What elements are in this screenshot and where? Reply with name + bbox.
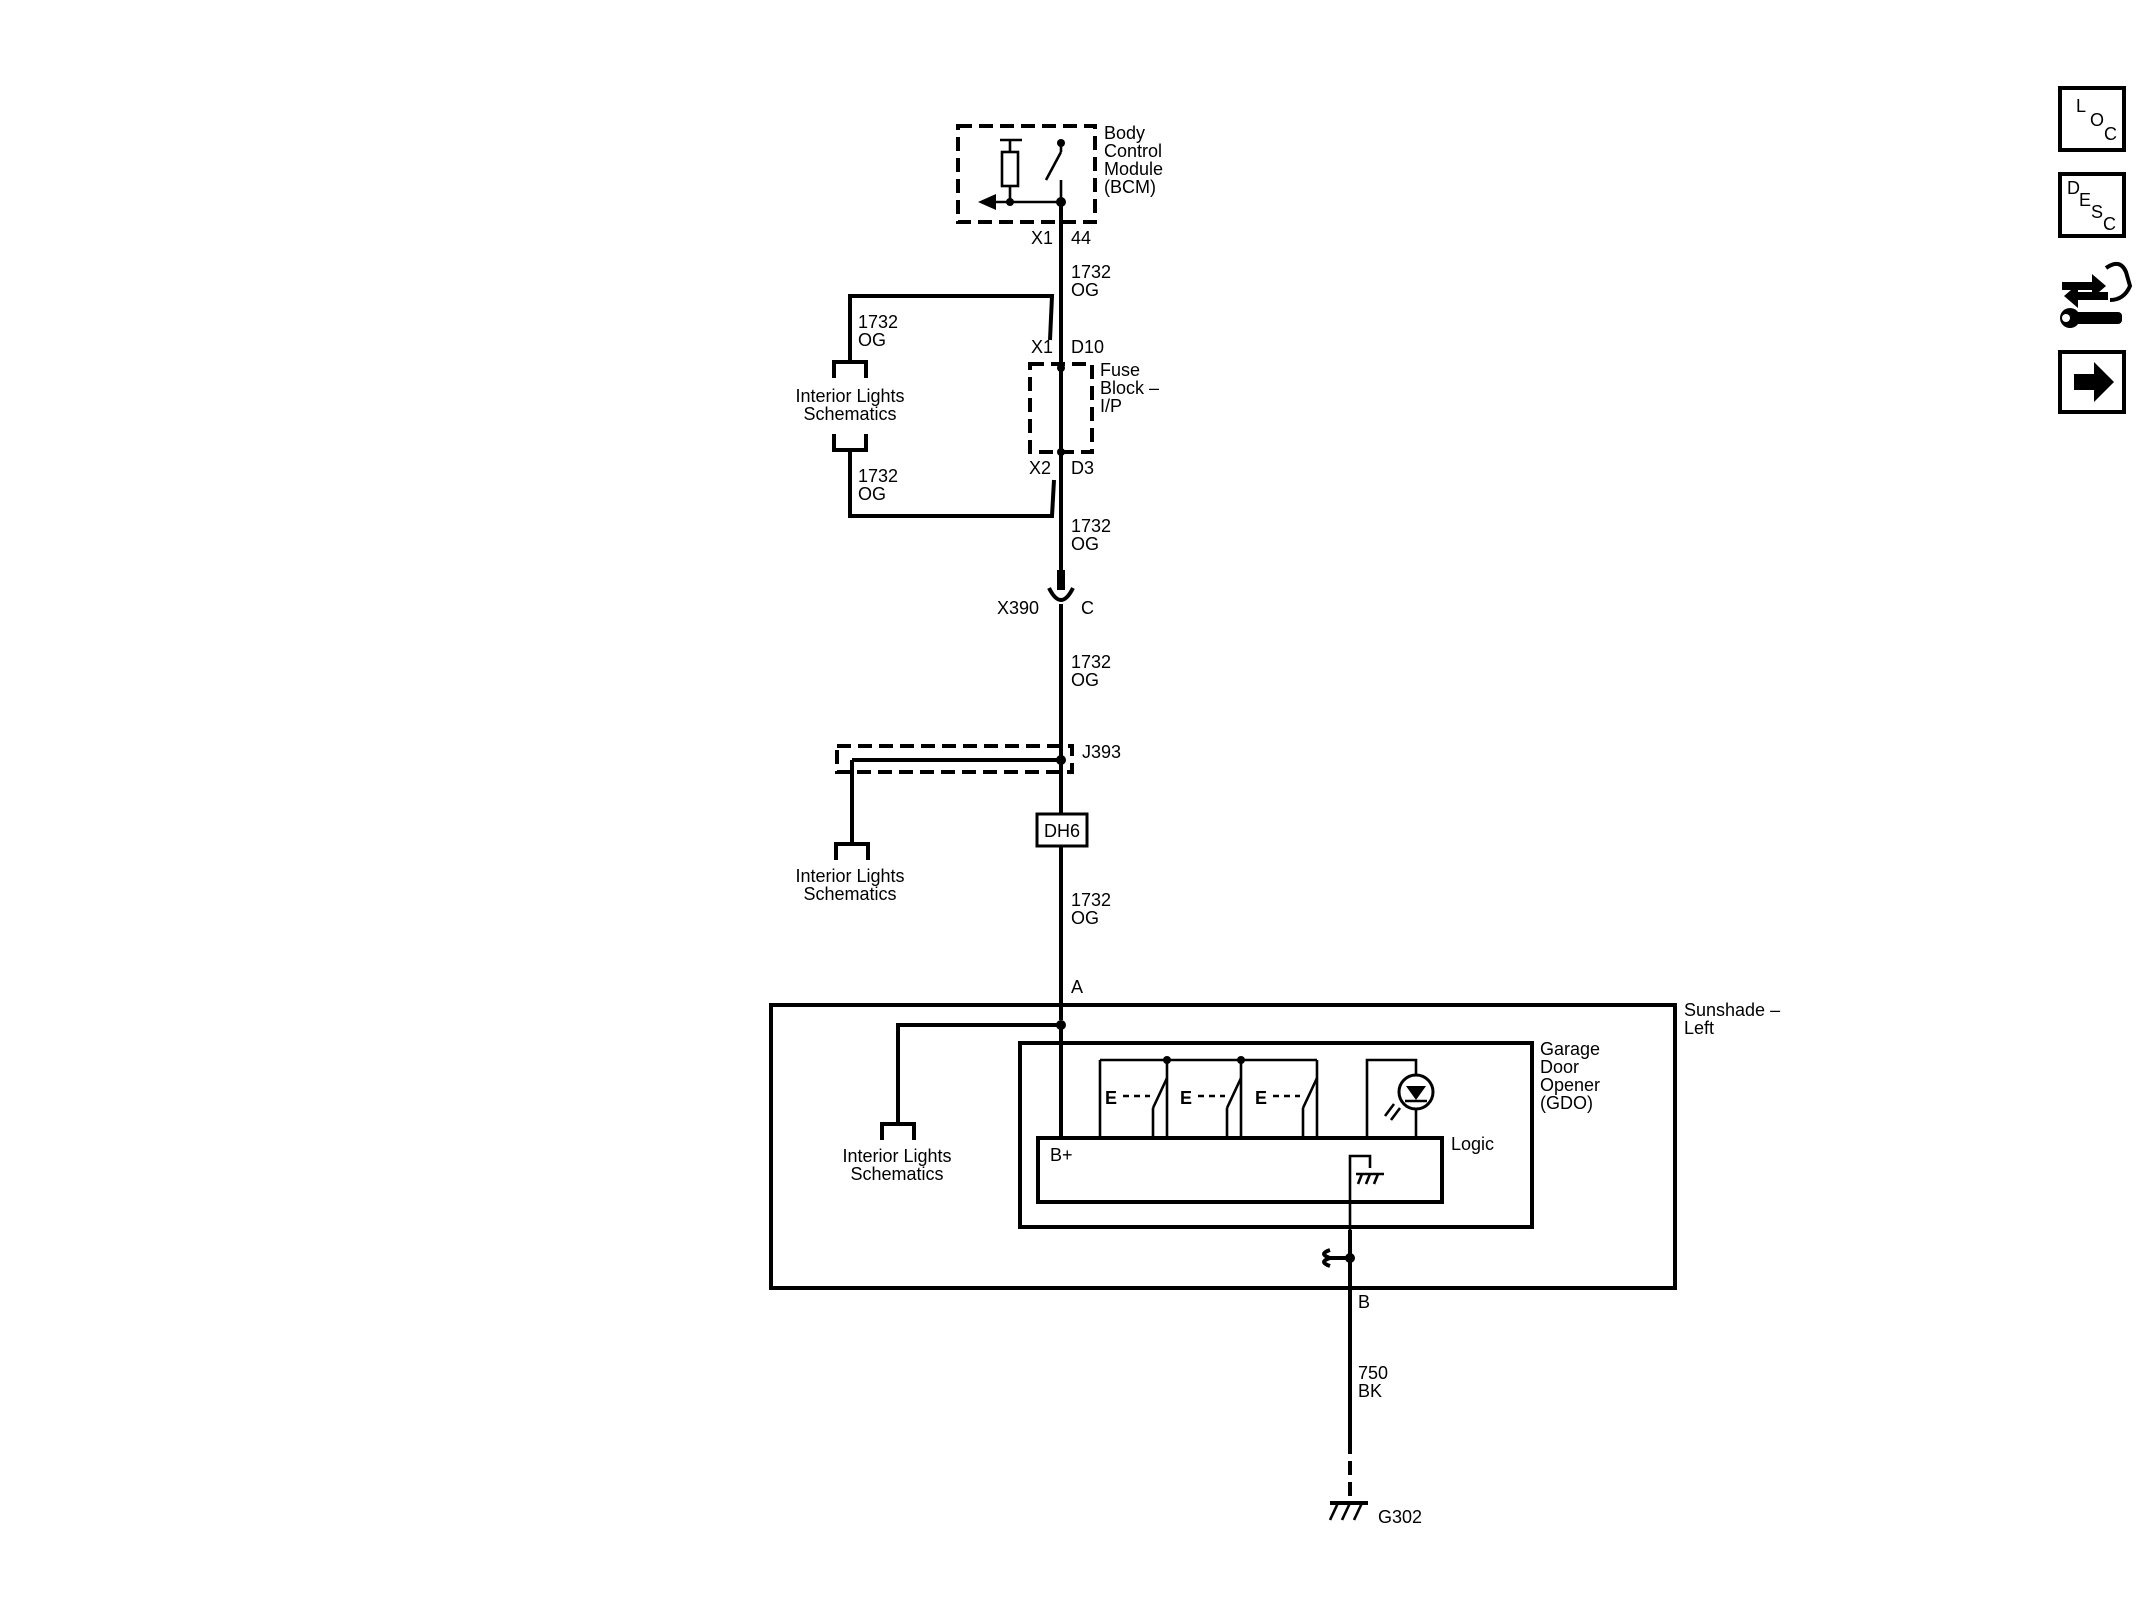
wire-circuit: 1732 — [1071, 516, 1111, 536]
reference-line: Schematics — [803, 404, 896, 424]
fuse-block-label: Fuse Block – I/P — [1100, 360, 1159, 416]
sunshade-label-line: Left — [1684, 1018, 1714, 1038]
interior-lights-reference: Interior Lights Schematics — [795, 866, 904, 904]
location-button[interactable]: L O C — [2058, 86, 2126, 152]
fuse-out-connector: X2 — [1029, 458, 1051, 478]
next-arrow-button[interactable] — [2058, 350, 2126, 414]
sunshade-label: Sunshade – Left — [1684, 1000, 1780, 1038]
desc-letter: E — [2079, 190, 2091, 210]
gdo-pin-a: A — [1071, 977, 1083, 997]
gdo-label-line: Opener — [1540, 1075, 1600, 1095]
gdo-pin-b: B — [1358, 1292, 1370, 1312]
splice-label: J393 — [1082, 742, 1121, 762]
wire-color: OG — [1071, 534, 1099, 554]
gdo-label-line: Door — [1540, 1057, 1579, 1077]
wire-circuit: 1732 — [858, 312, 898, 332]
reference-line: Interior Lights — [842, 1146, 951, 1166]
bplus-label: B+ — [1050, 1145, 1073, 1165]
loc-letter: C — [2104, 124, 2117, 144]
sunshade-label-line: Sunshade – — [1684, 1000, 1780, 1020]
wire-color: BK — [1358, 1381, 1382, 1401]
arrow-right-icon — [2074, 362, 2114, 402]
switch-glyph: E — [1105, 1088, 1117, 1108]
switch-glyph: E — [1180, 1088, 1192, 1108]
fuse-label-line: I/P — [1100, 396, 1122, 416]
wire-color: OG — [1071, 670, 1099, 690]
led-icon — [1365, 1058, 1435, 1138]
switch: E — [1105, 1077, 1169, 1138]
interior-lights-reference: Interior Lights Schematics — [842, 1146, 951, 1184]
ground-icon — [1348, 1154, 1384, 1255]
harness-label: DH6 — [1044, 821, 1080, 841]
inline-connector-pin: C — [1081, 598, 1094, 618]
fuse-out-pin: D3 — [1071, 458, 1094, 478]
inline-connector-label: X390 — [997, 598, 1039, 618]
body-control-module: Body Control Module (BCM) — [956, 123, 1163, 224]
interior-lights-loop — [832, 294, 1056, 518]
description-button[interactable]: D E S C — [2058, 172, 2126, 238]
interior-lights-reference: Interior Lights Schematics — [795, 386, 904, 424]
inline-connector-x390 — [1047, 570, 1075, 602]
reference-line: Interior Lights — [795, 866, 904, 886]
loc-letter: O — [2090, 110, 2104, 130]
desc-letter: C — [2103, 214, 2116, 234]
ground-icon — [1328, 1501, 1368, 1521]
bcm-label-line: Module — [1104, 159, 1163, 179]
fuse-block-ip: Fuse Block – I/P — [1028, 340, 1159, 480]
wire-color: OG — [1071, 280, 1099, 300]
wire-circuit: 1732 — [1071, 652, 1111, 672]
switch-glyph: E — [1255, 1088, 1267, 1108]
bcm-pin-label: 44 — [1071, 228, 1091, 248]
ground-label: G302 — [1378, 1507, 1422, 1527]
fuse-in-connector: X1 — [1031, 337, 1053, 357]
connector-repair-icon[interactable] — [2060, 261, 2133, 328]
gdo-label-line: Garage — [1540, 1039, 1600, 1059]
garage-door-opener: Garage Door Opener (GDO) B+ Logic E — [1018, 1025, 1600, 1255]
wire-circuit: 1732 — [1071, 262, 1111, 282]
reference-line: Schematics — [803, 884, 896, 904]
bcm-label-line: Body — [1104, 123, 1145, 143]
fuse-label-line: Block – — [1100, 378, 1159, 398]
sunshade-left: Sunshade – Left Interior Lights Schemati… — [769, 1000, 1780, 1290]
harness-dh6: DH6 — [1035, 812, 1089, 848]
switch: E — [1255, 1077, 1319, 1138]
reference-line: Interior Lights — [795, 386, 904, 406]
fuse-in-pin: D10 — [1071, 337, 1104, 357]
splice-pack-j393 — [834, 744, 1074, 860]
wire-color: OG — [858, 484, 886, 504]
reference-line: Schematics — [850, 1164, 943, 1184]
logic-label: Logic — [1451, 1134, 1494, 1154]
switch: E — [1180, 1077, 1243, 1138]
wire-circuit: 1732 — [1071, 890, 1111, 910]
desc-letter: D — [2067, 178, 2080, 198]
gdo-label: Garage Door Opener (GDO) — [1540, 1039, 1600, 1113]
wire-circuit: 1732 — [858, 466, 898, 486]
bcm-connector-label: X1 — [1031, 228, 1053, 248]
desc-letter: S — [2091, 202, 2103, 222]
fuse-label-line: Fuse — [1100, 360, 1140, 380]
loc-letter: L — [2076, 96, 2086, 116]
gdo-label-line: (GDO) — [1540, 1093, 1593, 1113]
wire-color: OG — [1071, 908, 1099, 928]
wire-color: OG — [858, 330, 886, 350]
wire-circuit: 750 — [1358, 1363, 1388, 1383]
bcm-label-line: Control — [1104, 141, 1162, 161]
bcm-label-line: (BCM) — [1104, 177, 1156, 197]
bcm-label: Body Control Module (BCM) — [1104, 123, 1163, 197]
